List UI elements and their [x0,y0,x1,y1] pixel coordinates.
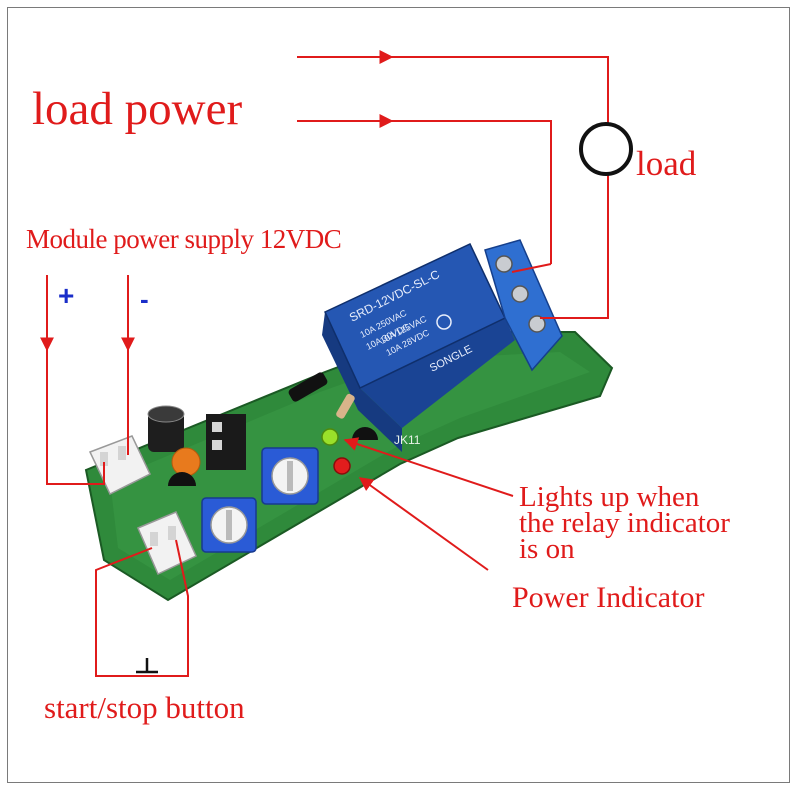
supply-wiring [40,275,135,485]
relay-indicator-line-3: is on [519,533,575,565]
button-connector [137,511,197,576]
relay-indicator-arrow [343,437,514,497]
image-frame [7,7,790,783]
load-power-label: load power [32,83,243,135]
module-supply-label: Module power supply 12VDC [26,224,342,254]
power-indicator-arrow [358,477,489,571]
relay-transistor [352,427,378,440]
board-marking: JK11 [394,433,421,447]
screw-terminal [484,239,563,372]
load-power-wiring [297,50,609,319]
terminal-wire-1 [511,263,552,273]
load-symbol [579,122,633,176]
pushbutton-symbol [136,658,158,674]
relay-indicator-line-1: Lights up when [519,481,700,513]
terminal-screw-3 [528,315,546,333]
terminal-screw-1 [495,255,513,273]
plus-terminal-label: + [58,280,75,311]
relay: SONGLE SRD-12VDC-SL-C 10A 250VAC 10A 30V… [322,243,515,452]
jumper-header [206,414,246,470]
start-stop-label: start/stop button [44,690,245,725]
load-wire-top [297,56,609,125]
relay-front [360,318,515,428]
transistor [168,472,196,486]
relay-indicator-line-2: the relay indicator [519,507,730,539]
potentiometer-right [261,447,319,505]
relay-cert-mark [436,314,452,330]
relay-side [322,312,402,452]
ceramic-capacitor [171,447,201,477]
relay-indicator-led [321,428,339,446]
power-indicator-label: Power Indicator [512,581,705,614]
relay-module-board: SONGLE SRD-12VDC-SL-C 10A 250VAC 10A 30V… [84,239,614,602]
plus-wire [46,275,105,485]
button-wire-right [162,539,189,677]
minus-terminal-label: - [140,284,149,314]
potentiometer-left [201,497,257,553]
load-label: load [636,144,697,183]
diode [288,372,328,402]
power-indicator-led [333,457,351,475]
electrolytic-capacitor [147,405,185,452]
button-wiring [95,539,189,677]
indicator-arrows [343,437,514,571]
relay-indicator-label: Lights up when the relay indicator is on [519,481,730,565]
button-wire-left [95,547,153,677]
load-return-wire [540,174,609,319]
resistor [336,393,355,419]
terminal-screw-2 [511,285,529,303]
